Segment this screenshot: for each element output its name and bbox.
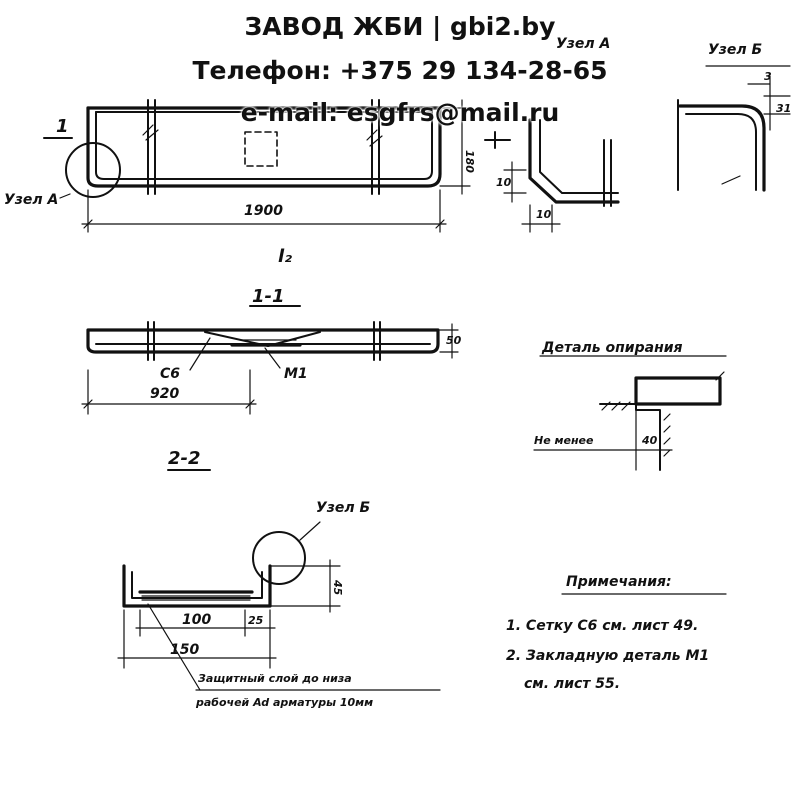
plan-label: l₂ (278, 246, 292, 267)
section-1-1 (81, 305, 459, 415)
node-a-dim-h: 10 (496, 176, 512, 189)
node-a-label: Узел А (4, 192, 58, 208)
dim-150-label: 150 (170, 642, 199, 658)
embed-label: М1 (284, 366, 308, 382)
note-item-1: 1. Сетку С6 см. лист 49. (506, 618, 698, 634)
height-dim-label: 180 (463, 150, 476, 173)
section-1-1-label: 1-1 (252, 286, 285, 307)
note-item-2: 2. Закладную деталь М1 (506, 648, 709, 664)
support-detail (533, 355, 727, 471)
dim-40-label: 40 (641, 434, 658, 447)
dim-920-label: 920 (150, 386, 179, 402)
protective-layer-line1: Защитный слой до низа (198, 672, 352, 685)
node-b-label: Узел Б (316, 500, 370, 516)
header-title: ЗАВОД ЖБИ | gbi2.by (244, 12, 556, 41)
dim-45-label: 45 (331, 579, 344, 596)
node-a-detail (503, 118, 620, 233)
header-phone: Телефон: +375 29 134-28-65 (192, 56, 608, 85)
elevation-view (43, 99, 511, 233)
section-2-2-label: 2-2 (168, 448, 201, 469)
section-2-2 (117, 469, 441, 691)
protective-layer-line2: рабочей Ad арматуры 10мм (195, 696, 373, 709)
support-detail-label: Деталь опирания (541, 340, 683, 356)
node-b-dim-3: 3 (764, 70, 772, 83)
node-b-detail-top (677, 65, 791, 192)
node-b-dim-31: 31 (776, 102, 791, 115)
header-email[interactable]: e-mail: esgfrs@mail.ru (240, 98, 560, 127)
section-mark-1: 1 (56, 116, 69, 137)
dim-100-label: 100 (182, 612, 211, 628)
node-a-detail-label: Узел А (556, 36, 610, 52)
node-b-detail-label: Узел Б (708, 42, 762, 58)
node-a-dim-w: 10 (536, 208, 552, 221)
notes-title: Примечания: (566, 574, 672, 590)
dim-25-label: 25 (248, 614, 264, 627)
not-less-label: Не менее (534, 434, 594, 447)
mesh-label: С6 (160, 366, 180, 382)
length-dim-label: 1900 (244, 203, 283, 219)
note-item-3: см. лист 55. (524, 676, 620, 692)
dim-50-label: 50 (446, 334, 462, 347)
